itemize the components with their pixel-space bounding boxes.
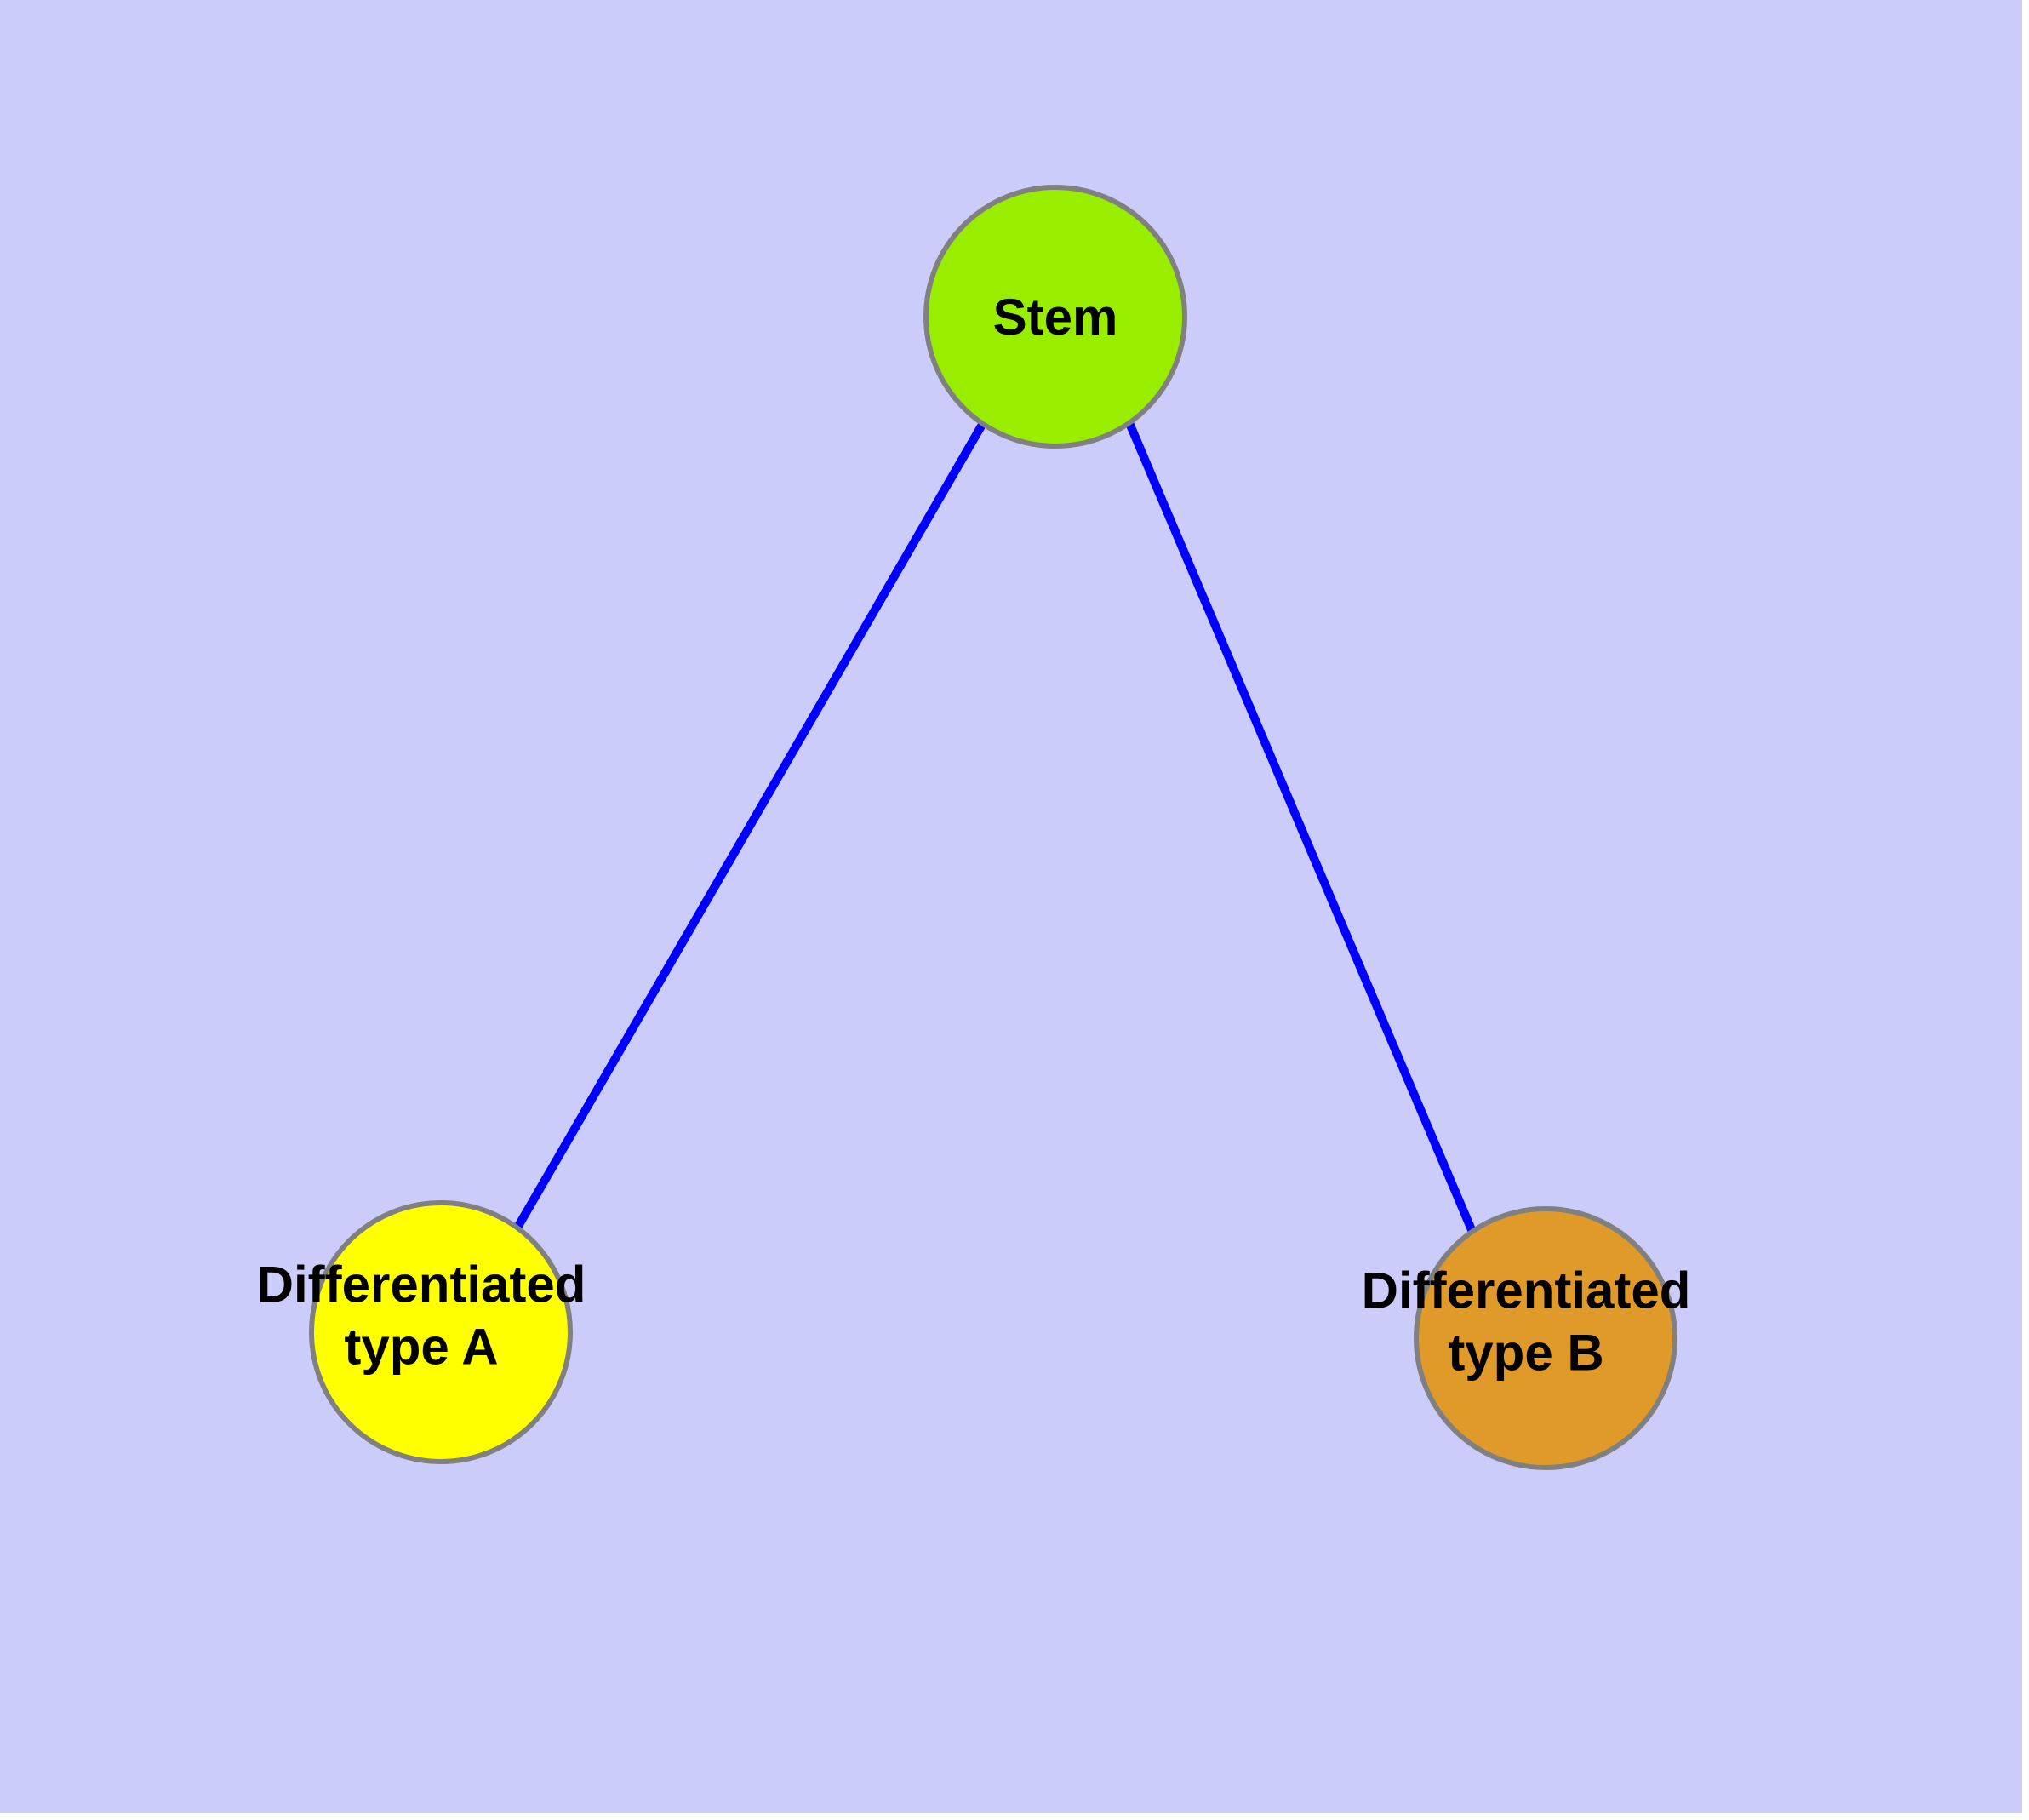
edges-layer — [513, 421, 1477, 1233]
node-label-line: type B — [1448, 1324, 1603, 1381]
node-diff-b[interactable] — [1414, 1206, 1677, 1470]
node-label-line: Stem — [993, 289, 1118, 346]
node-label-line: Differentiated — [257, 1256, 586, 1313]
edge-stem-to-diff-a[interactable] — [513, 421, 987, 1230]
node-diff-a[interactable] — [309, 1200, 573, 1464]
edge-stem-to-diff-b[interactable] — [1125, 421, 1477, 1233]
nodes-layer — [309, 185, 1677, 1470]
node-label-stem: Stem — [993, 289, 1118, 346]
node-label-line: Differentiated — [1362, 1262, 1691, 1319]
node-label-line: type A — [344, 1318, 498, 1375]
node-stem[interactable] — [923, 185, 1187, 449]
